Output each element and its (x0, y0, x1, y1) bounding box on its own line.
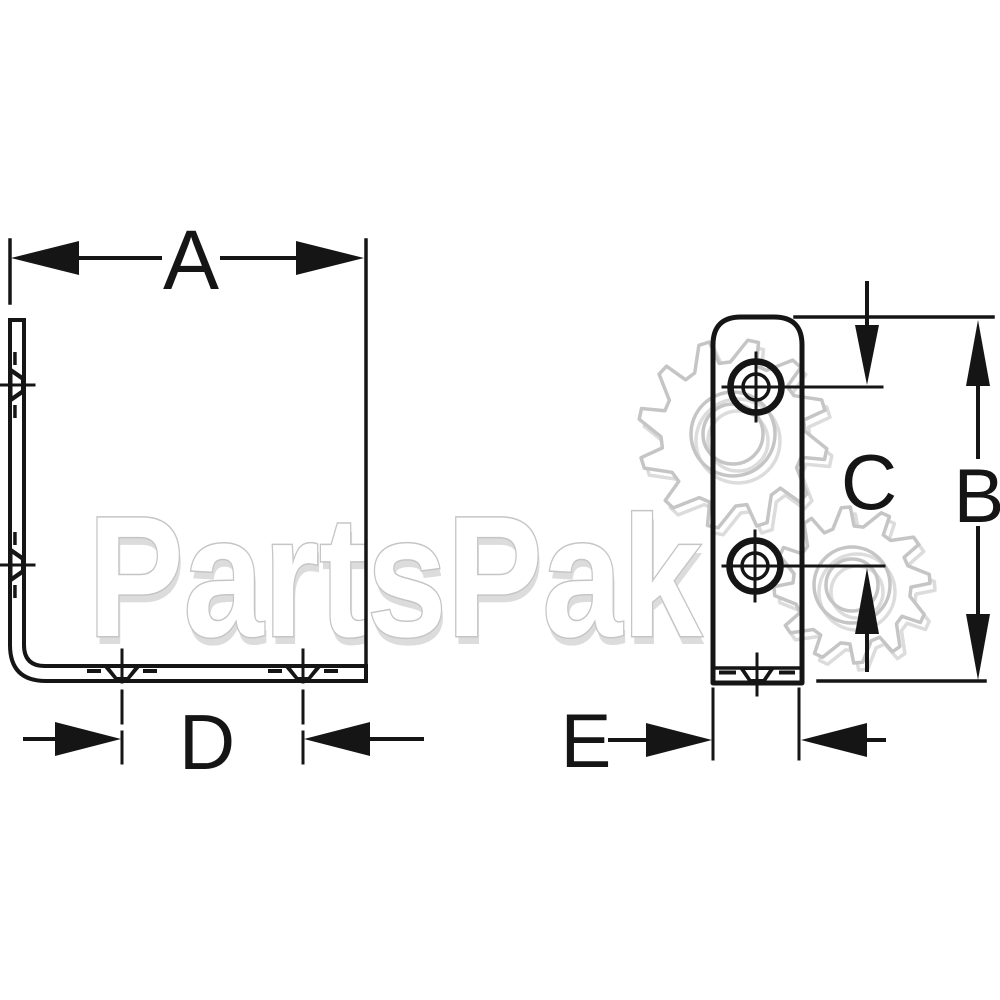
dimension-label-e: E (561, 699, 612, 784)
dimension-a: A (8, 213, 368, 681)
screw-hole-icon (721, 351, 884, 423)
arrowhead-right-icon (55, 722, 121, 756)
countersunk-hole-icon (0, 532, 36, 598)
watermark-text: PartsPak (88, 481, 702, 673)
dimension-label-c: C (841, 438, 897, 526)
arrowhead-left-icon (304, 722, 370, 756)
dimension-b: B (793, 315, 1000, 683)
dimension-c: C (841, 281, 897, 672)
arrowhead-up-icon (855, 568, 879, 634)
arrowhead-right-icon (646, 723, 712, 757)
bracket-front-outline (710, 314, 805, 686)
gear-ring-shadow (706, 409, 770, 473)
screw-hole-icon (721, 529, 886, 603)
gear-ring-icon (824, 557, 880, 613)
arrowhead-up-icon (966, 320, 990, 386)
dimension-e: E (561, 687, 886, 784)
watermark-text-shadow: PartsPak (90, 489, 704, 681)
countersunk-hole-icon (0, 352, 36, 418)
arrowhead-left-icon (11, 241, 79, 275)
dimension-label-b: B (954, 454, 1000, 539)
watermark-logo: PartsPak PartsPak (87, 338, 937, 681)
gear-ring-shadow (694, 397, 782, 485)
front-view (710, 314, 886, 697)
arrowhead-down-icon (855, 325, 879, 385)
dimension-label-d: D (179, 698, 235, 786)
arrowhead-left-icon (801, 723, 867, 757)
dimension-label-a: A (163, 213, 219, 307)
dimension-d: D (23, 648, 424, 786)
countersunk-hole-icon (719, 652, 795, 697)
arrowhead-down-icon (966, 614, 990, 680)
gear-ring-icon (812, 545, 892, 625)
arrowhead-right-icon (296, 241, 364, 275)
